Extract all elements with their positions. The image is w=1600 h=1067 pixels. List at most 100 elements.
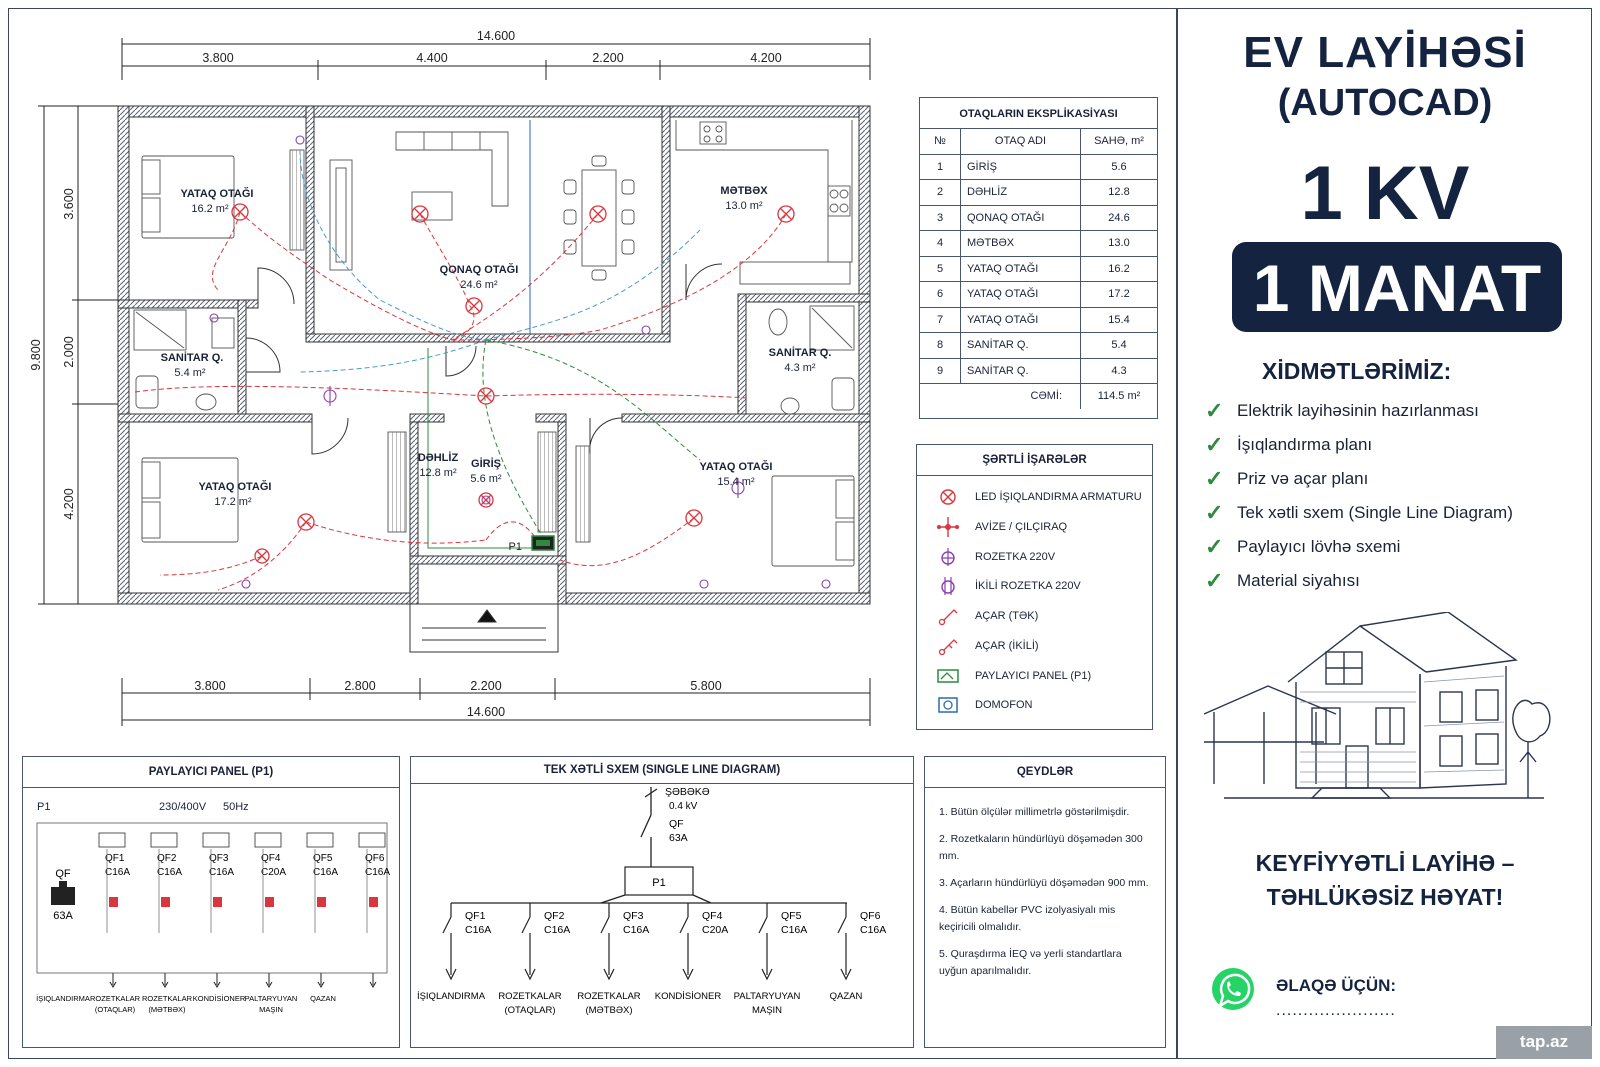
sld-branch-rating: C16A — [544, 924, 570, 936]
cell: 8 — [920, 332, 961, 359]
sld-branch-rating: C20A — [702, 924, 728, 936]
service-label: Elektrik layihəsinin hazırlanması — [1237, 401, 1479, 420]
cell: 5 — [920, 255, 961, 282]
cell: 7 — [920, 306, 961, 333]
sld-source-kv: 0.4 kV — [669, 801, 698, 812]
lamp-symbols — [231, 203, 795, 564]
socket-icon — [481, 495, 491, 505]
sld-title: TEK XƏTLİ SXEM (SINGLE LINE DIAGRAM) — [411, 757, 913, 784]
note-item: 1. Bütün ölçülər millimetrlə göstərilmiş… — [939, 806, 1130, 818]
room-name: YATAQ OTAĞI — [181, 187, 254, 200]
breaker-label: QAZAN — [310, 994, 336, 1003]
breaker-rating: C20A — [261, 867, 286, 878]
dim-left-seg: 3.600 — [62, 188, 76, 219]
dim-left-total: 9.800 — [29, 339, 43, 370]
sheet-divider — [1176, 8, 1178, 1059]
cell: QONAQ OTAĞI — [960, 204, 1081, 231]
room-name: GİRİŞ — [471, 457, 501, 470]
socket-icon — [641, 325, 651, 335]
sld-branch-label: İŞIQLANDIRMA — [417, 991, 486, 1002]
whatsapp-icon[interactable] — [1210, 966, 1256, 1012]
socket-icon — [209, 313, 219, 323]
dim-left-seg: 2.000 — [62, 336, 76, 367]
check-icon: ✓ — [1205, 466, 1224, 491]
legend-item: LED İŞIQLANDIRMA ARMATURU — [937, 487, 1142, 507]
room-name: YATAQ OTAĞI — [199, 480, 272, 493]
cell: 3 — [920, 204, 961, 231]
watermark-badge — [1496, 1026, 1592, 1059]
promo-title: EV LAYİHƏSİ — [1243, 28, 1527, 77]
panel-label: P1 — [509, 541, 522, 553]
breaker-name: QF3 — [209, 853, 229, 864]
legend-item: PAYLAYICI PANEL (P1) — [937, 666, 1091, 686]
sld-branch-label: (MƏTBƏX) — [585, 1005, 632, 1016]
cell: 16.2 — [1080, 255, 1157, 282]
panel-diagram: QF 63A QF1C16AİŞIQLANDIRMAQF2C16AROZETKA… — [36, 822, 390, 1014]
header-cell: № — [920, 128, 961, 155]
breaker-name: QF2 — [157, 853, 177, 864]
socket-icon — [821, 579, 831, 589]
sld-branch-label: ROZETKALAR — [577, 991, 640, 1002]
sld-branch-rating: C16A — [623, 924, 649, 936]
legend-label: AÇAR (İKİLİ) — [975, 640, 1039, 652]
service-label: Paylayıcı lövhə sxemi — [1237, 537, 1401, 556]
dim-bottom-seg: 2.800 — [344, 679, 375, 693]
panel-icon — [531, 535, 555, 551]
panel-id: P1 — [37, 801, 51, 813]
slogan-line-2: TƏHLÜKƏSİZ HƏYAT! — [1266, 884, 1504, 910]
cell: MƏTBƏX — [960, 230, 1081, 257]
walls — [117, 105, 871, 605]
cell: YATAQ OTAĞI — [960, 255, 1081, 282]
led-light-icon — [589, 205, 607, 223]
legend-label: AVİZE / ÇILÇIRAQ — [975, 521, 1068, 533]
cell: 12.8 — [1080, 179, 1157, 206]
legend-item: DOMOFON — [937, 695, 1032, 715]
dim-top-seg: 2.200 — [592, 51, 623, 65]
room-area: 5.6 m² — [470, 473, 502, 485]
contact-value[interactable]: ...................... — [1276, 1002, 1396, 1019]
header-cell: SAHƏ, m² — [1080, 128, 1157, 155]
cell: YATAQ OTAĞI — [960, 281, 1081, 308]
cell: 1 — [920, 153, 961, 180]
services-title: XİDMƏTLƏRİMİZ: — [1262, 358, 1452, 384]
sld-branch-label: PALTARYUYAN — [734, 991, 801, 1002]
socket-icon — [731, 478, 745, 498]
table-header: № OTAQ ADI SAHƏ, m² — [920, 128, 1157, 155]
breaker-rating: C16A — [313, 867, 338, 878]
breaker-label: İŞIQLANDIRMA — [36, 994, 90, 1003]
sheet-frame — [8, 8, 1592, 1059]
led-light-icon — [478, 492, 494, 508]
cell: 5.4 — [1080, 332, 1157, 359]
room-name: SANİTAR Q. — [161, 351, 224, 364]
room-name: MƏTBƏX — [720, 185, 768, 197]
check-icon: ✓ — [1205, 534, 1224, 559]
price-text: 1 MANAT — [1252, 251, 1542, 325]
led-light-icon — [477, 387, 495, 405]
promo-subtitle: (AUTOCAD) — [1277, 82, 1493, 124]
room-name: DƏHLİZ — [418, 451, 459, 464]
cell: YATAQ OTAĞI — [960, 306, 1081, 333]
legend-item: AÇAR (TƏK) — [937, 606, 1038, 626]
socket-icon — [323, 386, 337, 406]
cell: 15.4 — [1080, 306, 1157, 333]
cell: 4 — [920, 230, 961, 257]
service-item: ✓Material siyahısı — [1205, 568, 1360, 594]
cell: 5.6 — [1080, 153, 1157, 180]
wiring — [134, 120, 787, 591]
legend-box: ŞƏRTLİ İŞARƏLƏR LED İŞIQLANDIRMA ARMATUR… — [916, 444, 1153, 730]
sld-branch-name: QF5 — [781, 910, 802, 922]
legend-item: AVİZE / ÇILÇIRAQ — [937, 517, 1067, 537]
panel-icon — [937, 669, 959, 683]
